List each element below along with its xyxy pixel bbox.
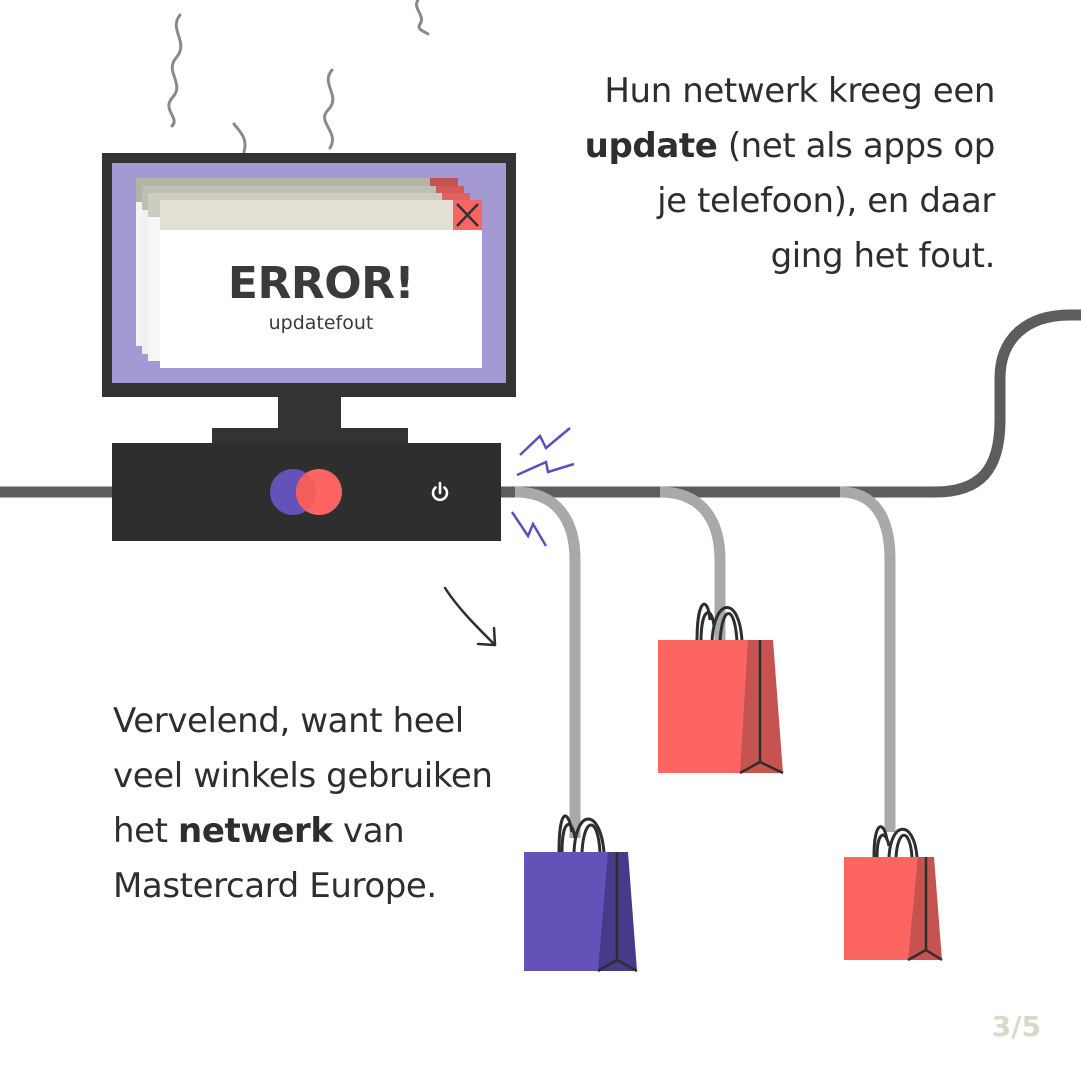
- caption-bottom: Vervelend, want heel veel winkels gebrui…: [113, 694, 533, 914]
- caption-bottom-bold: netwerk: [178, 811, 333, 851]
- smoke-squiggles: [167, 0, 430, 154]
- caption-top: Hun netwerk kreeg een update (net als ap…: [555, 64, 996, 284]
- caption-top-line-4: ging het fout.: [770, 236, 996, 276]
- shopping-bag-red-small: [844, 825, 943, 962]
- shopping-bag-purple: [524, 814, 638, 973]
- caption-bottom-line-1: Vervelend, want heel: [113, 701, 464, 741]
- caption-bottom-line-4: Mastercard Europe.: [113, 866, 437, 906]
- error-title: ERROR!: [227, 258, 415, 309]
- caption-bottom-line-3: het netwerk van: [113, 804, 533, 859]
- spark-lines: [510, 427, 575, 547]
- caption-top-line-3: je telefoon), en daar: [657, 181, 995, 221]
- shopping-bag-red-large: [658, 602, 784, 775]
- branch-cables: [514, 486, 896, 838]
- caption-top-bold: update: [584, 126, 718, 166]
- error-window-stack: [136, 178, 482, 368]
- caption-top-line-2-rest: (net als apps op: [717, 126, 996, 166]
- power-icon[interactable]: [431, 481, 449, 502]
- caption-top-line-1: Hun netwerk kreeg een: [604, 71, 995, 111]
- arrow-icon: [443, 586, 497, 647]
- error-subtitle: updatefout: [268, 312, 374, 334]
- caption-bottom-line-3-pre: het: [113, 811, 179, 851]
- mastercard-logo: [270, 469, 342, 515]
- caption-bottom-line-2: veel winkels gebruiken: [113, 756, 493, 796]
- caption-top-line-2: update (net als apps op: [555, 119, 996, 174]
- page-counter: 3/5: [991, 1010, 1041, 1043]
- close-icon[interactable]: [453, 200, 482, 230]
- caption-bottom-line-3-post: van: [332, 811, 405, 851]
- network-cable: [0, 309, 1081, 498]
